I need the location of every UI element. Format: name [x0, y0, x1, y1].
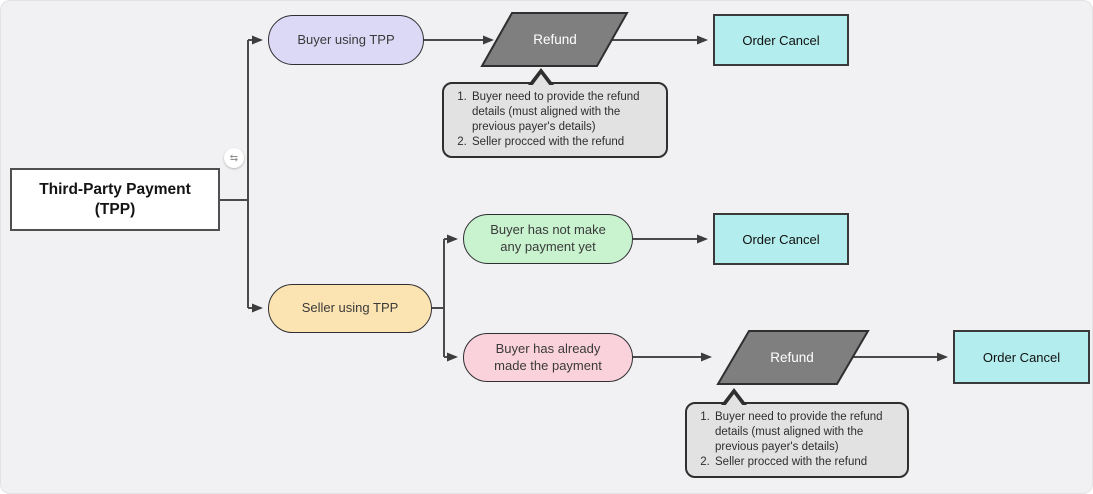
note-item: Seller procced with the refund: [713, 455, 889, 470]
node-label: Order Cancel: [742, 231, 820, 247]
note-item: Seller procced with the refund: [470, 135, 646, 150]
node-order-cancel-1[interactable]: Order Cancel: [713, 14, 849, 66]
node-seller-using-tpp[interactable]: Seller using TPP: [268, 284, 432, 333]
root-label-line2: (TPP): [94, 200, 136, 218]
note-list: Buyer need to provide the refund details…: [448, 90, 646, 150]
node-buyer-already-paid[interactable]: Buyer has already made the payment: [463, 333, 633, 382]
node-buyer-using-tpp[interactable]: Buyer using TPP: [268, 15, 424, 65]
node-buyer-no-payment[interactable]: Buyer has not make any payment yet: [463, 214, 633, 264]
refund-note-callout-1[interactable]: Buyer need to provide the refund details…: [442, 68, 668, 158]
refund-note-callout-2[interactable]: Buyer need to provide the refund details…: [685, 388, 909, 478]
refund-parallelogram-2[interactable]: [716, 330, 870, 385]
node-order-cancel-3[interactable]: Order Cancel: [953, 330, 1090, 384]
refund-parallelogram-1[interactable]: [480, 12, 629, 67]
node-label: Order Cancel: [742, 32, 820, 48]
note-item: Buyer need to provide the refund details…: [470, 90, 646, 135]
node-label: Seller using TPP: [301, 300, 399, 316]
node-order-cancel-2[interactable]: Order Cancel: [713, 213, 849, 265]
node-label: Order Cancel: [982, 349, 1061, 365]
node-label-line1: Buyer has already: [495, 340, 601, 356]
swap-icon[interactable]: ⇆: [224, 148, 244, 168]
node-label-line1: Buyer has not make: [490, 222, 606, 238]
root-label-line1: Third-Party Payment: [39, 181, 191, 199]
node-label-line2: any payment yet: [500, 239, 596, 254]
note-list: Buyer need to provide the refund details…: [691, 410, 889, 470]
note-item: Buyer need to provide the refund details…: [713, 410, 889, 455]
node-label-line2: made the payment: [494, 357, 602, 373]
node-label: Buyer using TPP: [297, 31, 395, 47]
root-node-third-party-payment[interactable]: Third-Party Payment (TPP): [10, 168, 220, 231]
